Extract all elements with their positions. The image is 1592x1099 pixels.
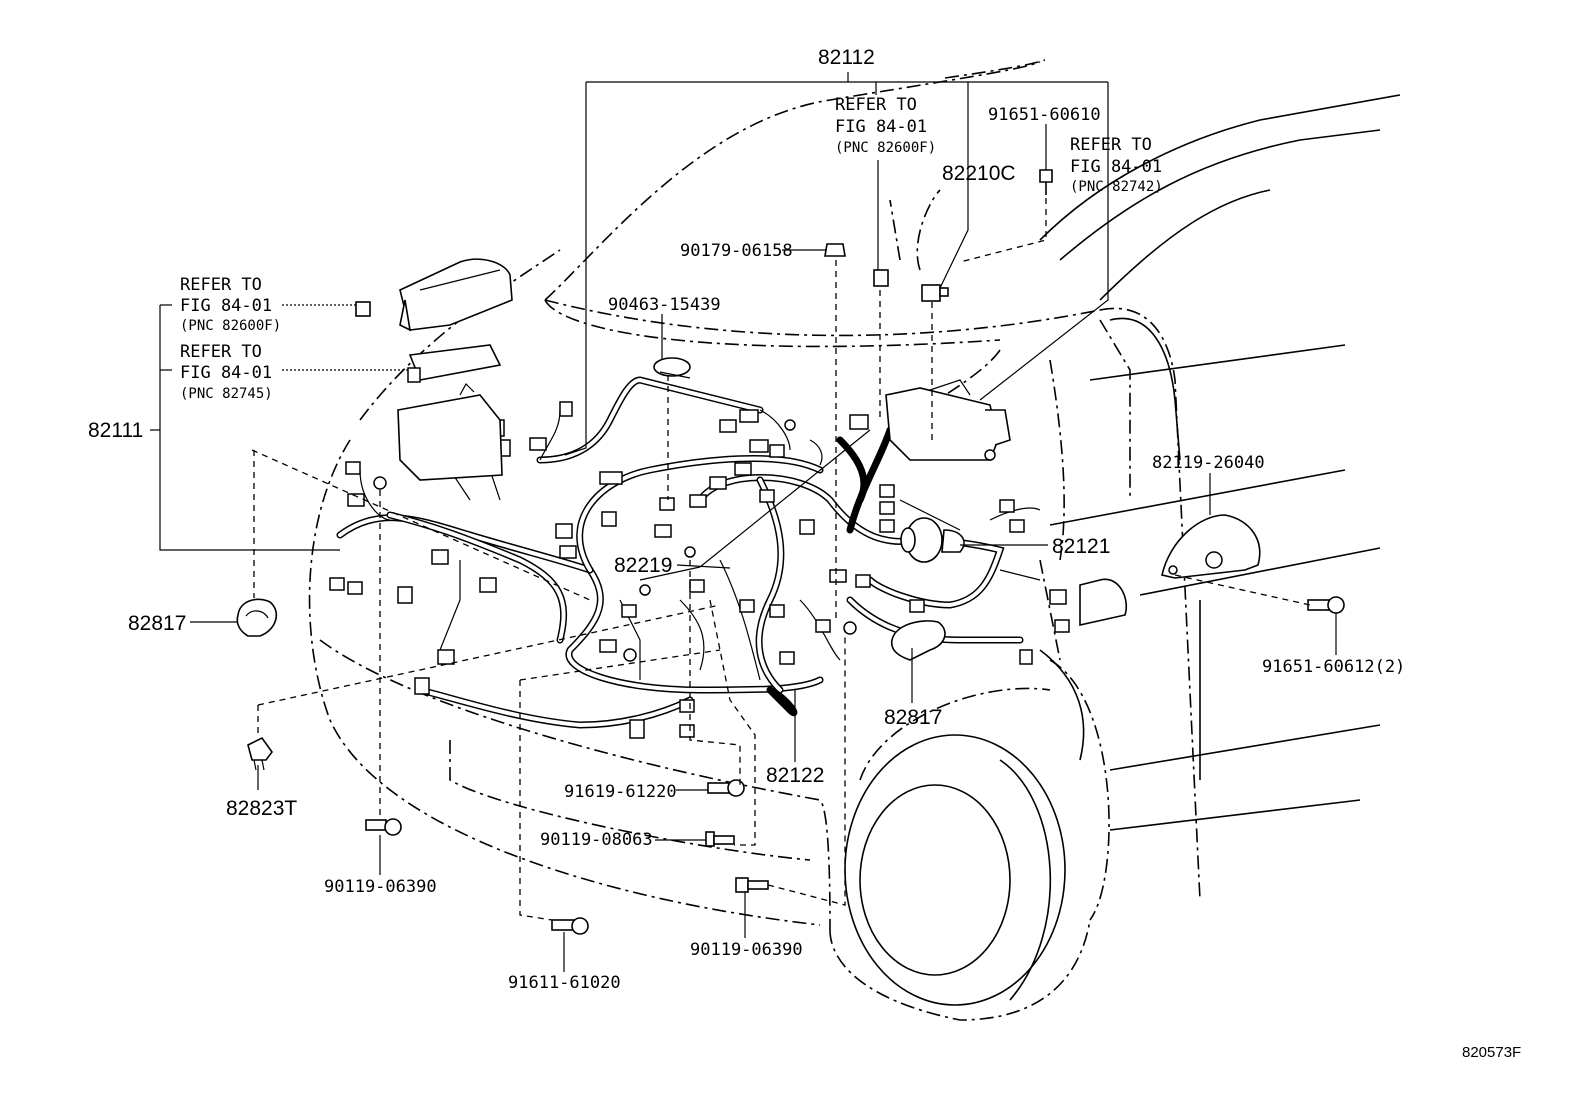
refer-top-right-line2: FIG 84-01 [1070, 157, 1162, 177]
label-82817-right: 82817 [884, 706, 942, 729]
label-91651-60610: 91651-60610 [988, 105, 1101, 125]
bracket-82119 [1161, 514, 1261, 579]
label-82219: 82219 [614, 554, 672, 577]
label-91651-60612: 91651-60612(2) [1262, 657, 1405, 677]
refer-top-mid-line2: FIG 84-01 [835, 117, 927, 137]
bolt-91619-61220 [707, 779, 745, 797]
label-82210c: 82210C [942, 162, 1016, 185]
vehicle-body-right [1039, 94, 1401, 831]
refer-left-a-line1: REFER TO [180, 275, 262, 295]
label-82119-26040: 82119-26040 [1152, 453, 1265, 473]
refer-left-a-line3: (PNC 82600F) [180, 318, 281, 334]
front-wheel [844, 734, 1066, 1006]
relay-block-cover [399, 258, 513, 332]
refer-left-b-line1: REFER TO [180, 342, 262, 362]
grommet-82121 [900, 517, 965, 563]
refer-left-a-line2: FIG 84-01 [180, 296, 272, 316]
bolt-91651-60610 [1039, 169, 1053, 195]
label-90463-15439: 90463-15439 [608, 295, 721, 315]
nut-90179 [824, 243, 846, 257]
label-82121: 82121 [1052, 535, 1110, 558]
wiring-harness-main [336, 376, 1024, 729]
clamp-82817-left [236, 598, 278, 637]
label-82111: 82111 [88, 419, 143, 442]
label-91611-61020: 91611-61020 [508, 973, 621, 993]
mounting-dash-lines [251, 198, 1311, 921]
bolt-91611-61020 [551, 917, 589, 935]
clamp-82817-right [890, 620, 946, 661]
refer-top-mid-line3: (PNC 82600F) [835, 140, 936, 156]
engine-control-unit [885, 379, 1011, 461]
label-leaders [150, 72, 1337, 972]
connector-ref-82600f-left [355, 301, 371, 317]
vehicle-body-outline [308, 59, 1201, 1021]
label-90119-06390-left: 90119-06390 [324, 877, 437, 897]
refer-left-b-line3: (PNC 82745) [180, 386, 273, 402]
relay-block [397, 344, 503, 481]
clip-82823t [247, 736, 273, 771]
label-90119-08063: 90119-08063 [540, 830, 653, 850]
label-82122: 82122 [766, 764, 824, 787]
harness-connectors [329, 401, 1070, 739]
diagram-code: 820573F [1462, 1044, 1521, 1061]
band-clamp-90463 [653, 357, 691, 379]
label-82112: 82112 [818, 46, 875, 69]
label-82817-left: 82817 [128, 612, 186, 635]
connector-82210c [921, 284, 949, 302]
refer-top-right-line3: (PNC 82742) [1070, 179, 1163, 195]
refer-left-b-line2: FIG 84-01 [180, 363, 272, 383]
bolt-91651-60612 [1307, 596, 1345, 614]
bolt-90119-06390-left [365, 818, 402, 836]
label-90119-06390-right: 90119-06390 [690, 940, 803, 960]
connector-ref-82600f-top [873, 269, 889, 287]
part-labels: 82112 REFER TO FIG 84-01 (PNC 82600F) 91… [88, 46, 1521, 1061]
bolt-90119-08063 [705, 831, 735, 847]
refer-top-mid-line1: REFER TO [835, 95, 917, 115]
label-91619-61220: 91619-61220 [564, 782, 677, 802]
label-82823t: 82823T [226, 797, 297, 820]
refer-top-right-line1: REFER TO [1070, 135, 1152, 155]
label-90179-06158: 90179-06158 [680, 241, 793, 261]
bolt-90119-06390-right [735, 877, 769, 893]
